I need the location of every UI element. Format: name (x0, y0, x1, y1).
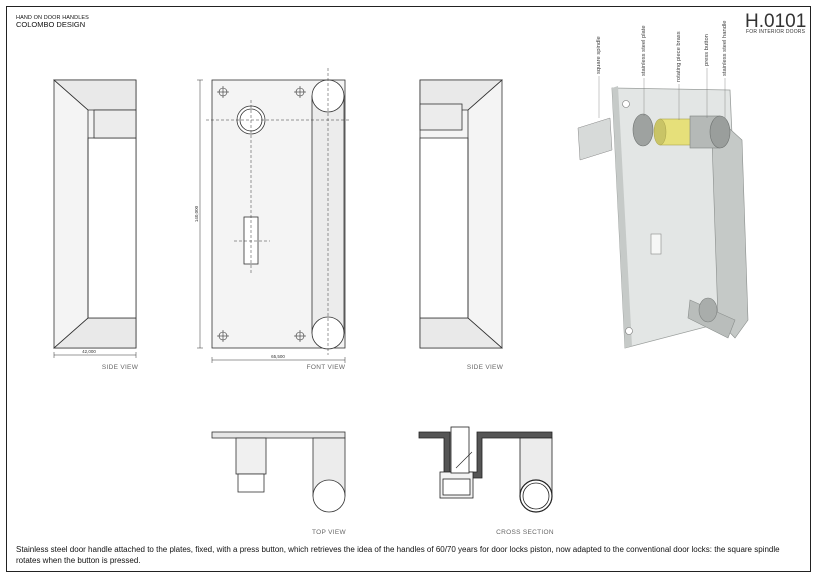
header-brand: COLOMBO DESIGN (16, 20, 86, 29)
product-code-subtitle: FOR INTERIOR DOORS (746, 29, 806, 35)
cross-section (418, 426, 553, 513)
product-render (577, 86, 749, 349)
annotation-steel-plate: stainless steel plate (641, 25, 647, 76)
dim-side-width: 42,000 (82, 349, 96, 354)
front-view (197, 68, 350, 363)
annotation-brass-piece: rotating piece brass (676, 31, 682, 82)
annotation-leaders (598, 68, 726, 120)
product-code: H.0101 (745, 11, 807, 32)
top-view (211, 431, 346, 513)
dim-front-height: 140,000 (194, 205, 199, 222)
header-subtitle: HAND ON DOOR HANDLES (16, 15, 89, 21)
product-description: Stainless steel door handle attached to … (16, 545, 780, 565)
side-view-left (52, 79, 137, 358)
annotation-press-button: press button (704, 34, 710, 66)
annotation-square-spindle: square spindle (596, 36, 602, 74)
label-front-view: FONT VIEW (306, 364, 346, 371)
label-cross-section: CROSS SECTION (496, 529, 554, 536)
label-side-view-right: SIDE VIEW (466, 364, 504, 371)
label-side-view-left: SIDE VIEW (101, 364, 139, 371)
annotation-steel-handle: stainless steel handle (722, 21, 728, 76)
dim-front-width: 65,500 (271, 354, 285, 359)
label-top-view: TOP VIEW (312, 529, 346, 536)
side-view-right (419, 79, 504, 349)
